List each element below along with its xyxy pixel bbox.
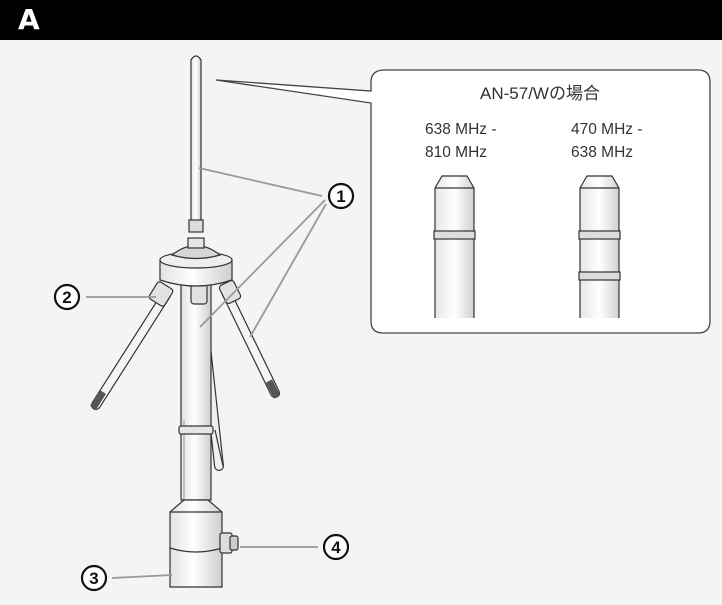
callout-1-label: 1: [336, 187, 345, 206]
mast: [178, 284, 214, 501]
antenna: [90, 55, 281, 588]
callout-2-label: 2: [62, 288, 71, 307]
callout-3: 3: [80, 564, 108, 592]
callout-4: 4: [322, 533, 350, 561]
connector-base: [169, 499, 239, 588]
inset-callout: AN-57/Wの場合 638 MHz - 810 MHz 470 MHz - 6…: [215, 69, 711, 334]
element-tip-long: [578, 175, 621, 318]
right-range-line1: 470 MHz -: [571, 121, 643, 138]
inset-title: AN-57/Wの場合: [480, 84, 600, 103]
element-tip-short: [433, 175, 476, 318]
leader-lines: [86, 167, 327, 579]
right-range-line2: 638 MHz: [571, 144, 633, 161]
radial-left: [90, 290, 171, 410]
callout-3-label: 3: [89, 569, 98, 588]
callout-1: 1: [327, 182, 355, 210]
hub: [159, 237, 233, 287]
radial-right: [221, 287, 281, 399]
left-range-line1: 638 MHz -: [425, 121, 497, 138]
callout-4-label: 4: [331, 538, 341, 557]
top-element: [188, 55, 204, 233]
section-letter: A: [18, 3, 40, 36]
callout-2: 2: [53, 283, 81, 311]
left-range-line2: 810 MHz: [425, 144, 487, 161]
header-bar: A: [0, 0, 722, 40]
